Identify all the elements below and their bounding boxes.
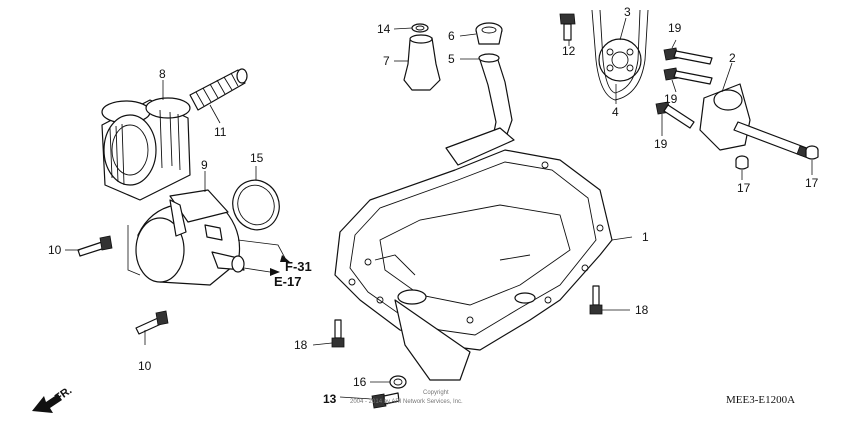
callout-1: 1 — [642, 230, 649, 244]
callout-18-left: 18 — [294, 338, 308, 352]
bolt-18-right — [589, 285, 603, 315]
oil-filter — [101, 97, 191, 201]
ref-f31: F-31 — [285, 259, 312, 274]
callout-3: 3 — [624, 5, 631, 19]
drain-bolt — [371, 392, 400, 409]
callout-10-lower: 10 — [138, 359, 152, 373]
callout-6: 6 — [448, 29, 455, 43]
callout-19-low: 19 — [654, 137, 668, 151]
callout-19-top: 19 — [668, 21, 682, 35]
seal — [475, 22, 503, 45]
sealing-washer — [389, 375, 407, 389]
callout-17-left: 17 — [737, 181, 751, 195]
oil-cooler — [127, 189, 245, 286]
callout-12: 12 — [562, 44, 576, 58]
callout-9: 9 — [201, 158, 208, 172]
bolt-19-mid — [663, 67, 713, 85]
callout-17-right: 17 — [805, 176, 819, 190]
ref-e17: E-17 — [274, 274, 301, 289]
bolt-19-low — [655, 101, 695, 129]
bolt-12 — [559, 13, 576, 41]
bolt-18-left — [331, 319, 345, 348]
callout-10-upper: 10 — [48, 243, 62, 257]
oil-pump — [699, 83, 813, 159]
washer — [411, 23, 429, 33]
front-direction-arrow-icon — [32, 394, 62, 413]
callout-18-right: 18 — [635, 303, 649, 317]
dowel-pin-right — [805, 145, 819, 160]
callout-14: 14 — [377, 22, 391, 36]
callout-15: 15 — [250, 151, 264, 165]
oil-filter-boss — [189, 68, 248, 111]
diagram-code: MEE3-E1200A — [726, 394, 795, 406]
callout-2: 2 — [729, 51, 736, 65]
callout-7: 7 — [383, 54, 390, 68]
copyright-line-1: Copyright — [423, 390, 449, 396]
oil-pan — [334, 149, 613, 381]
bolt-10-upper — [77, 235, 113, 257]
oil-strainer-pipe — [445, 53, 515, 166]
copyright-line-2: 2004 - 2014 by ARI Network Services, Inc… — [350, 399, 463, 405]
callout-16: 16 — [353, 375, 367, 389]
callout-13: 13 — [323, 392, 337, 406]
oil-pump-chain — [591, 9, 649, 101]
leader-lines — [65, 17, 813, 400]
callout-4: 4 — [612, 105, 619, 119]
dowel-pin-left — [735, 155, 749, 170]
callout-8: 8 — [159, 67, 166, 81]
o-ring — [232, 179, 280, 231]
callout-11: 11 — [214, 125, 227, 139]
bolt-10-lower — [135, 310, 169, 335]
callout-5: 5 — [448, 52, 455, 66]
cap — [403, 34, 441, 91]
callout-19-mid: 19 — [664, 92, 678, 106]
bolt-19-top — [663, 47, 713, 65]
